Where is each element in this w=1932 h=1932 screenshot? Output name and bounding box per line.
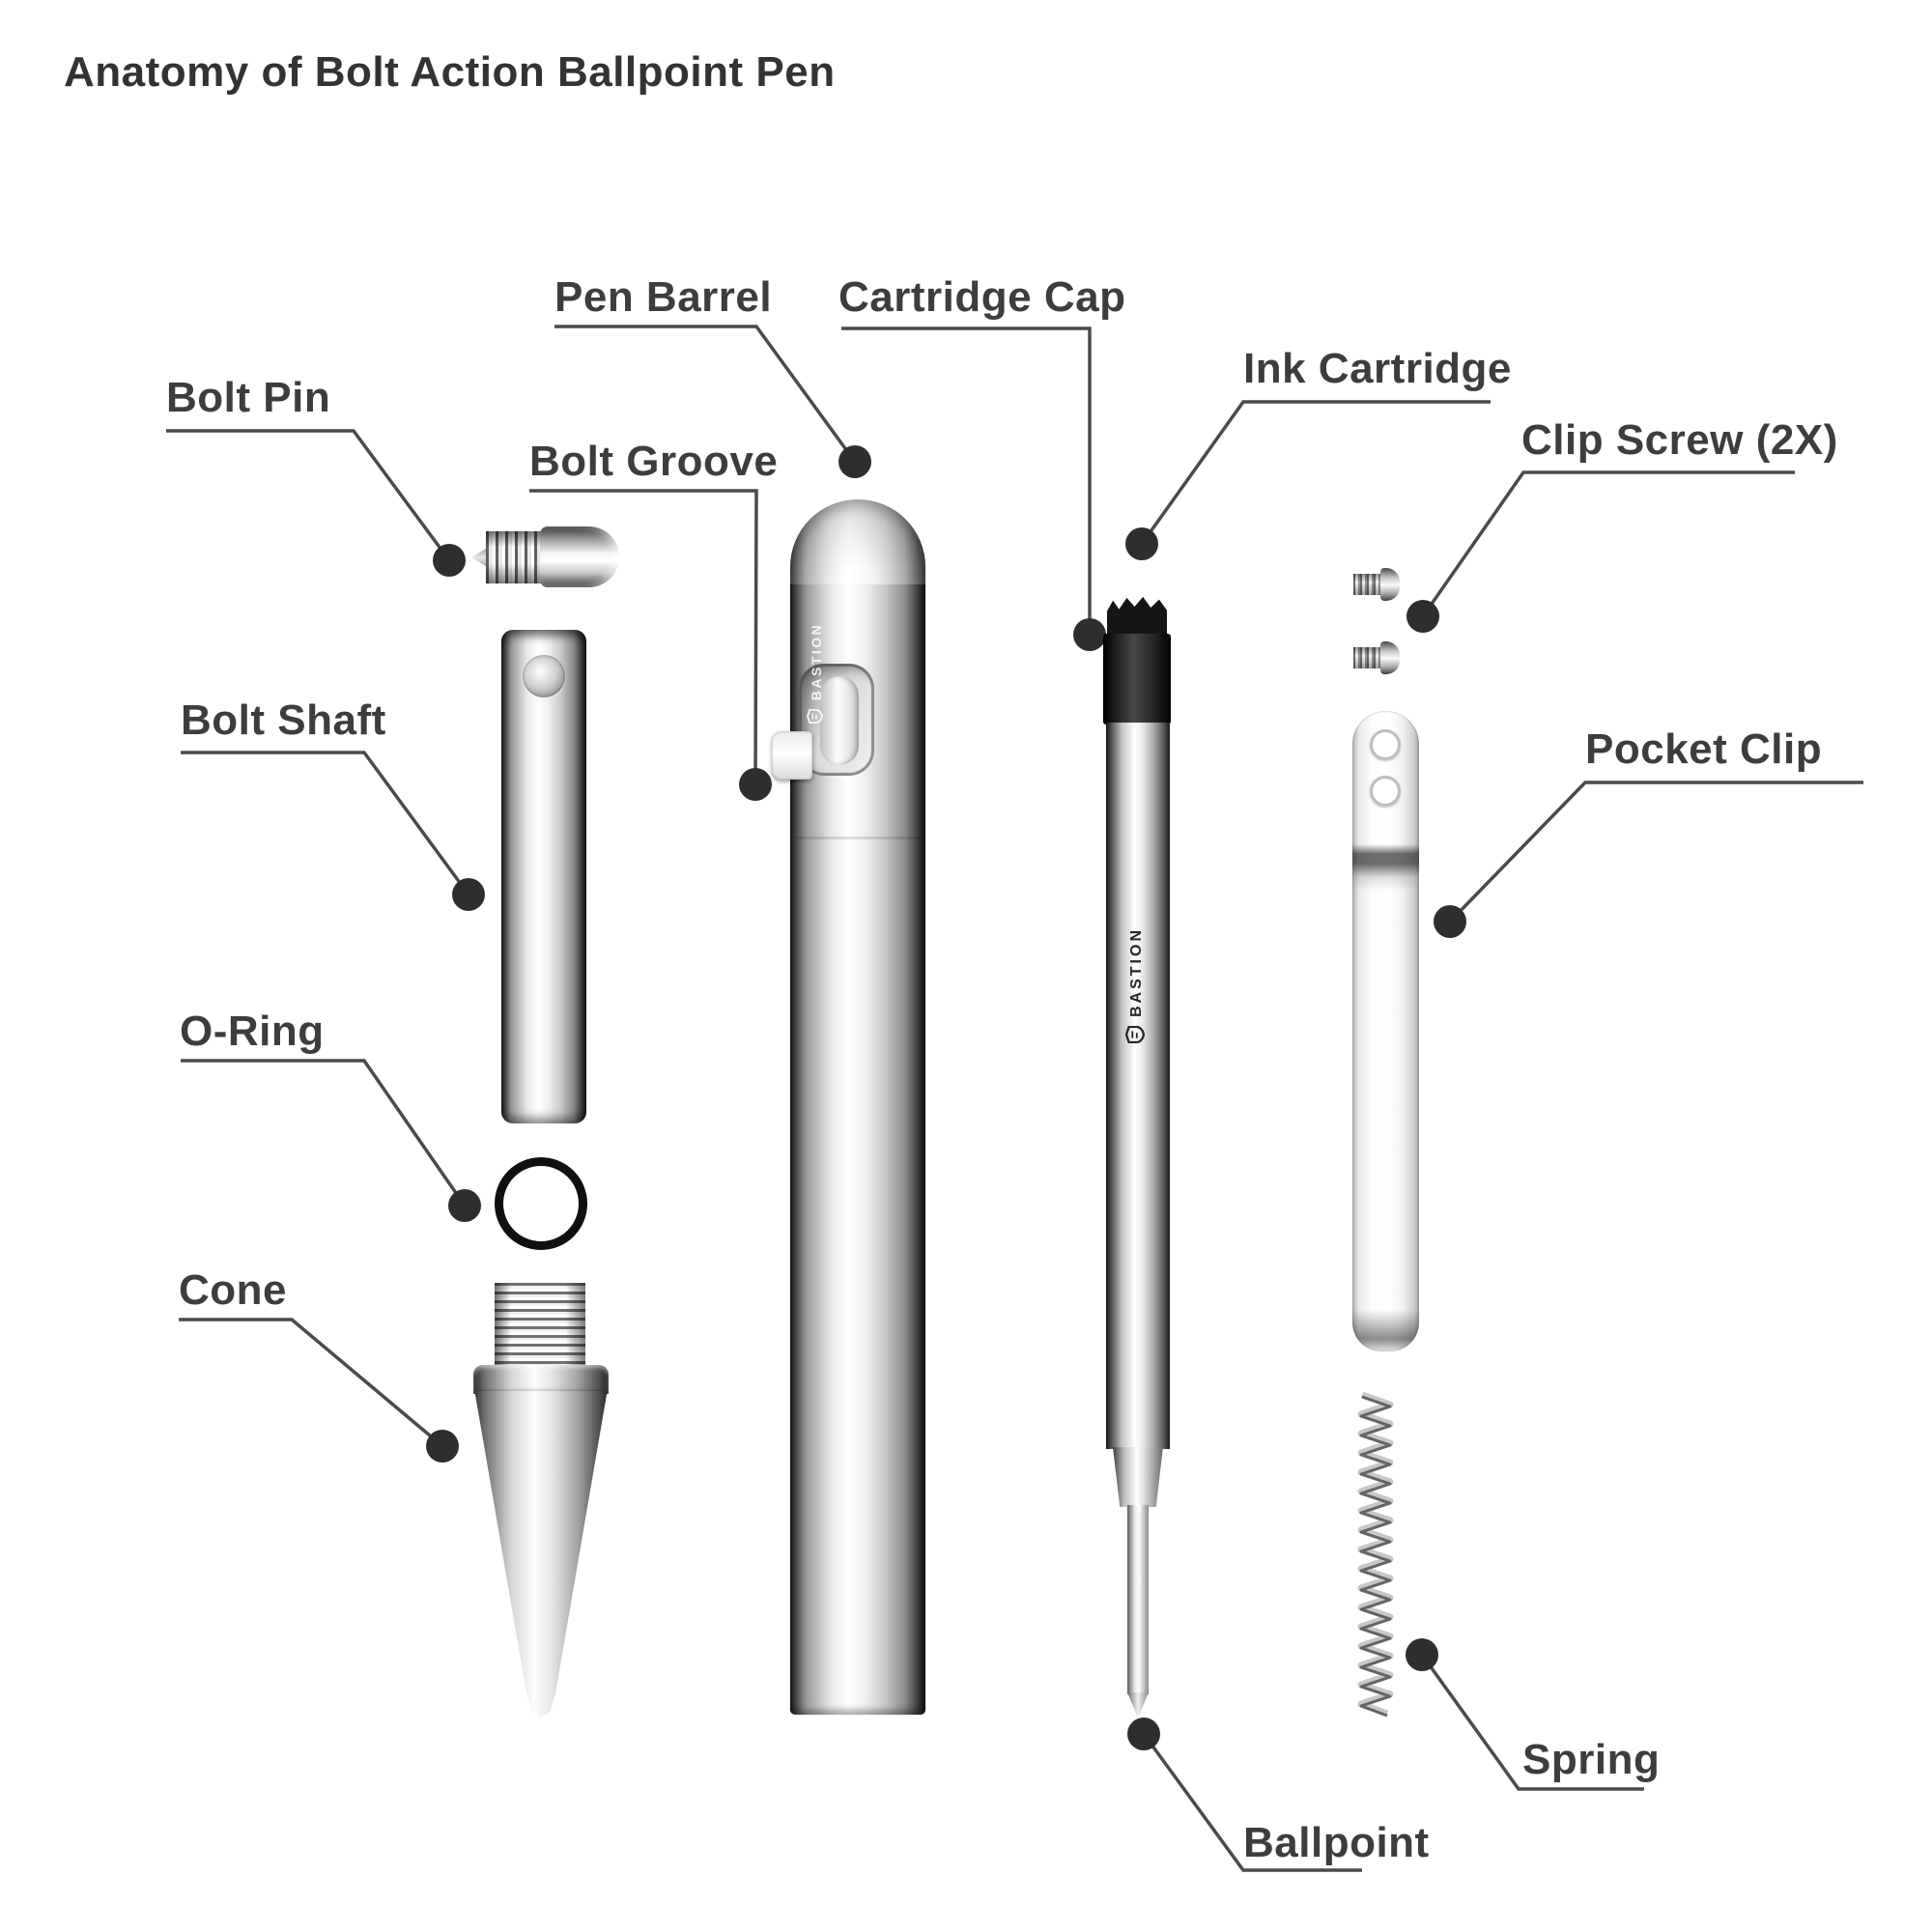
- leader-cone: [179, 1318, 444, 1448]
- bolt-shaft-dimple: [523, 655, 565, 697]
- bolt-pin-cap: [540, 526, 619, 587]
- clip-screw-part-1: [1353, 568, 1400, 601]
- leader-ink-cartridge: [1140, 400, 1491, 546]
- label-ballpoint: Ballpoint: [1243, 1819, 1430, 1866]
- leader-bolt-pin: [166, 429, 451, 562]
- bolt-pin-threads: [486, 531, 542, 583]
- leader-pocket-clip: [1448, 781, 1863, 923]
- leader-o-ring: [181, 1059, 467, 1207]
- o-ring-part: [495, 1157, 587, 1250]
- dot-clip-screw: [1406, 600, 1439, 633]
- pen-barrel-seam: [796, 837, 922, 839]
- screw-threads: [1353, 647, 1382, 668]
- label-ink-cartridge: Ink Cartridge: [1243, 345, 1512, 392]
- screw-head: [1380, 641, 1400, 674]
- bolt-knob: [772, 731, 812, 780]
- leader-clip-screw: [1421, 470, 1795, 618]
- cartridge-cap-body: [1103, 634, 1171, 724]
- bolt-groove-inner-pin: [820, 676, 859, 765]
- dot-o-ring: [448, 1189, 481, 1222]
- brand-shield-icon: [1124, 1025, 1150, 1044]
- dot-pen-barrel: [838, 445, 871, 478]
- label-bolt-pin: Bolt Pin: [166, 374, 331, 421]
- leader-bolt-shaft: [181, 751, 470, 896]
- label-pen-barrel: Pen Barrel: [554, 273, 773, 321]
- dot-bolt-shaft: [452, 878, 485, 911]
- clip-screw-part-2: [1353, 641, 1400, 674]
- ink-cartridge-tube: [1106, 723, 1170, 1449]
- label-bolt-shaft: Bolt Shaft: [181, 696, 386, 744]
- ballpoint-tip: [1127, 1692, 1149, 1718]
- label-clip-screw: Clip Screw (2X): [1521, 416, 1838, 464]
- dot-ink-cartridge: [1125, 527, 1158, 560]
- cone-taper: [474, 1391, 608, 1718]
- spring-part: [1357, 1391, 1394, 1718]
- bolt-shaft-cylinder: [501, 630, 586, 1123]
- label-o-ring: O-Ring: [180, 1008, 325, 1055]
- ballpoint-tube: [1127, 1505, 1149, 1694]
- dot-ballpoint: [1127, 1718, 1160, 1750]
- pen-barrel-dome: [790, 499, 925, 584]
- clip-hole-2: [1370, 776, 1401, 807]
- screw-threads: [1353, 574, 1382, 595]
- screw-head: [1380, 568, 1400, 601]
- label-spring: Spring: [1522, 1736, 1661, 1783]
- label-bolt-groove: Bolt Groove: [529, 438, 779, 485]
- label-cone: Cone: [179, 1266, 287, 1314]
- dot-cartridge-cap: [1073, 618, 1106, 651]
- dot-bolt-pin: [433, 544, 466, 577]
- page-title: Anatomy of Bolt Action Ballpoint Pen: [64, 48, 836, 96]
- dot-spring: [1406, 1638, 1438, 1671]
- dot-cone: [426, 1430, 459, 1463]
- dot-bolt-groove: [739, 768, 772, 801]
- barrel-brand-text: BASTION: [809, 622, 824, 701]
- dot-pocket-clip: [1434, 905, 1466, 938]
- pocket-clip-part: [1352, 711, 1419, 1351]
- cartridge-brand-text: BASTION: [1128, 927, 1145, 1017]
- cone-flange: [473, 1365, 609, 1394]
- brand-shield-icon: [806, 709, 826, 724]
- cartridge-brand-mark: BASTION: [1124, 898, 1150, 1072]
- label-cartridge-cap: Cartridge Cap: [838, 273, 1126, 321]
- label-pocket-clip: Pocket Clip: [1585, 725, 1823, 773]
- ink-cartridge-shoulder: [1113, 1447, 1163, 1507]
- cone-threads: [495, 1283, 585, 1372]
- clip-hole-1: [1370, 729, 1401, 760]
- barrel-brand-mark: BASTION: [804, 611, 829, 736]
